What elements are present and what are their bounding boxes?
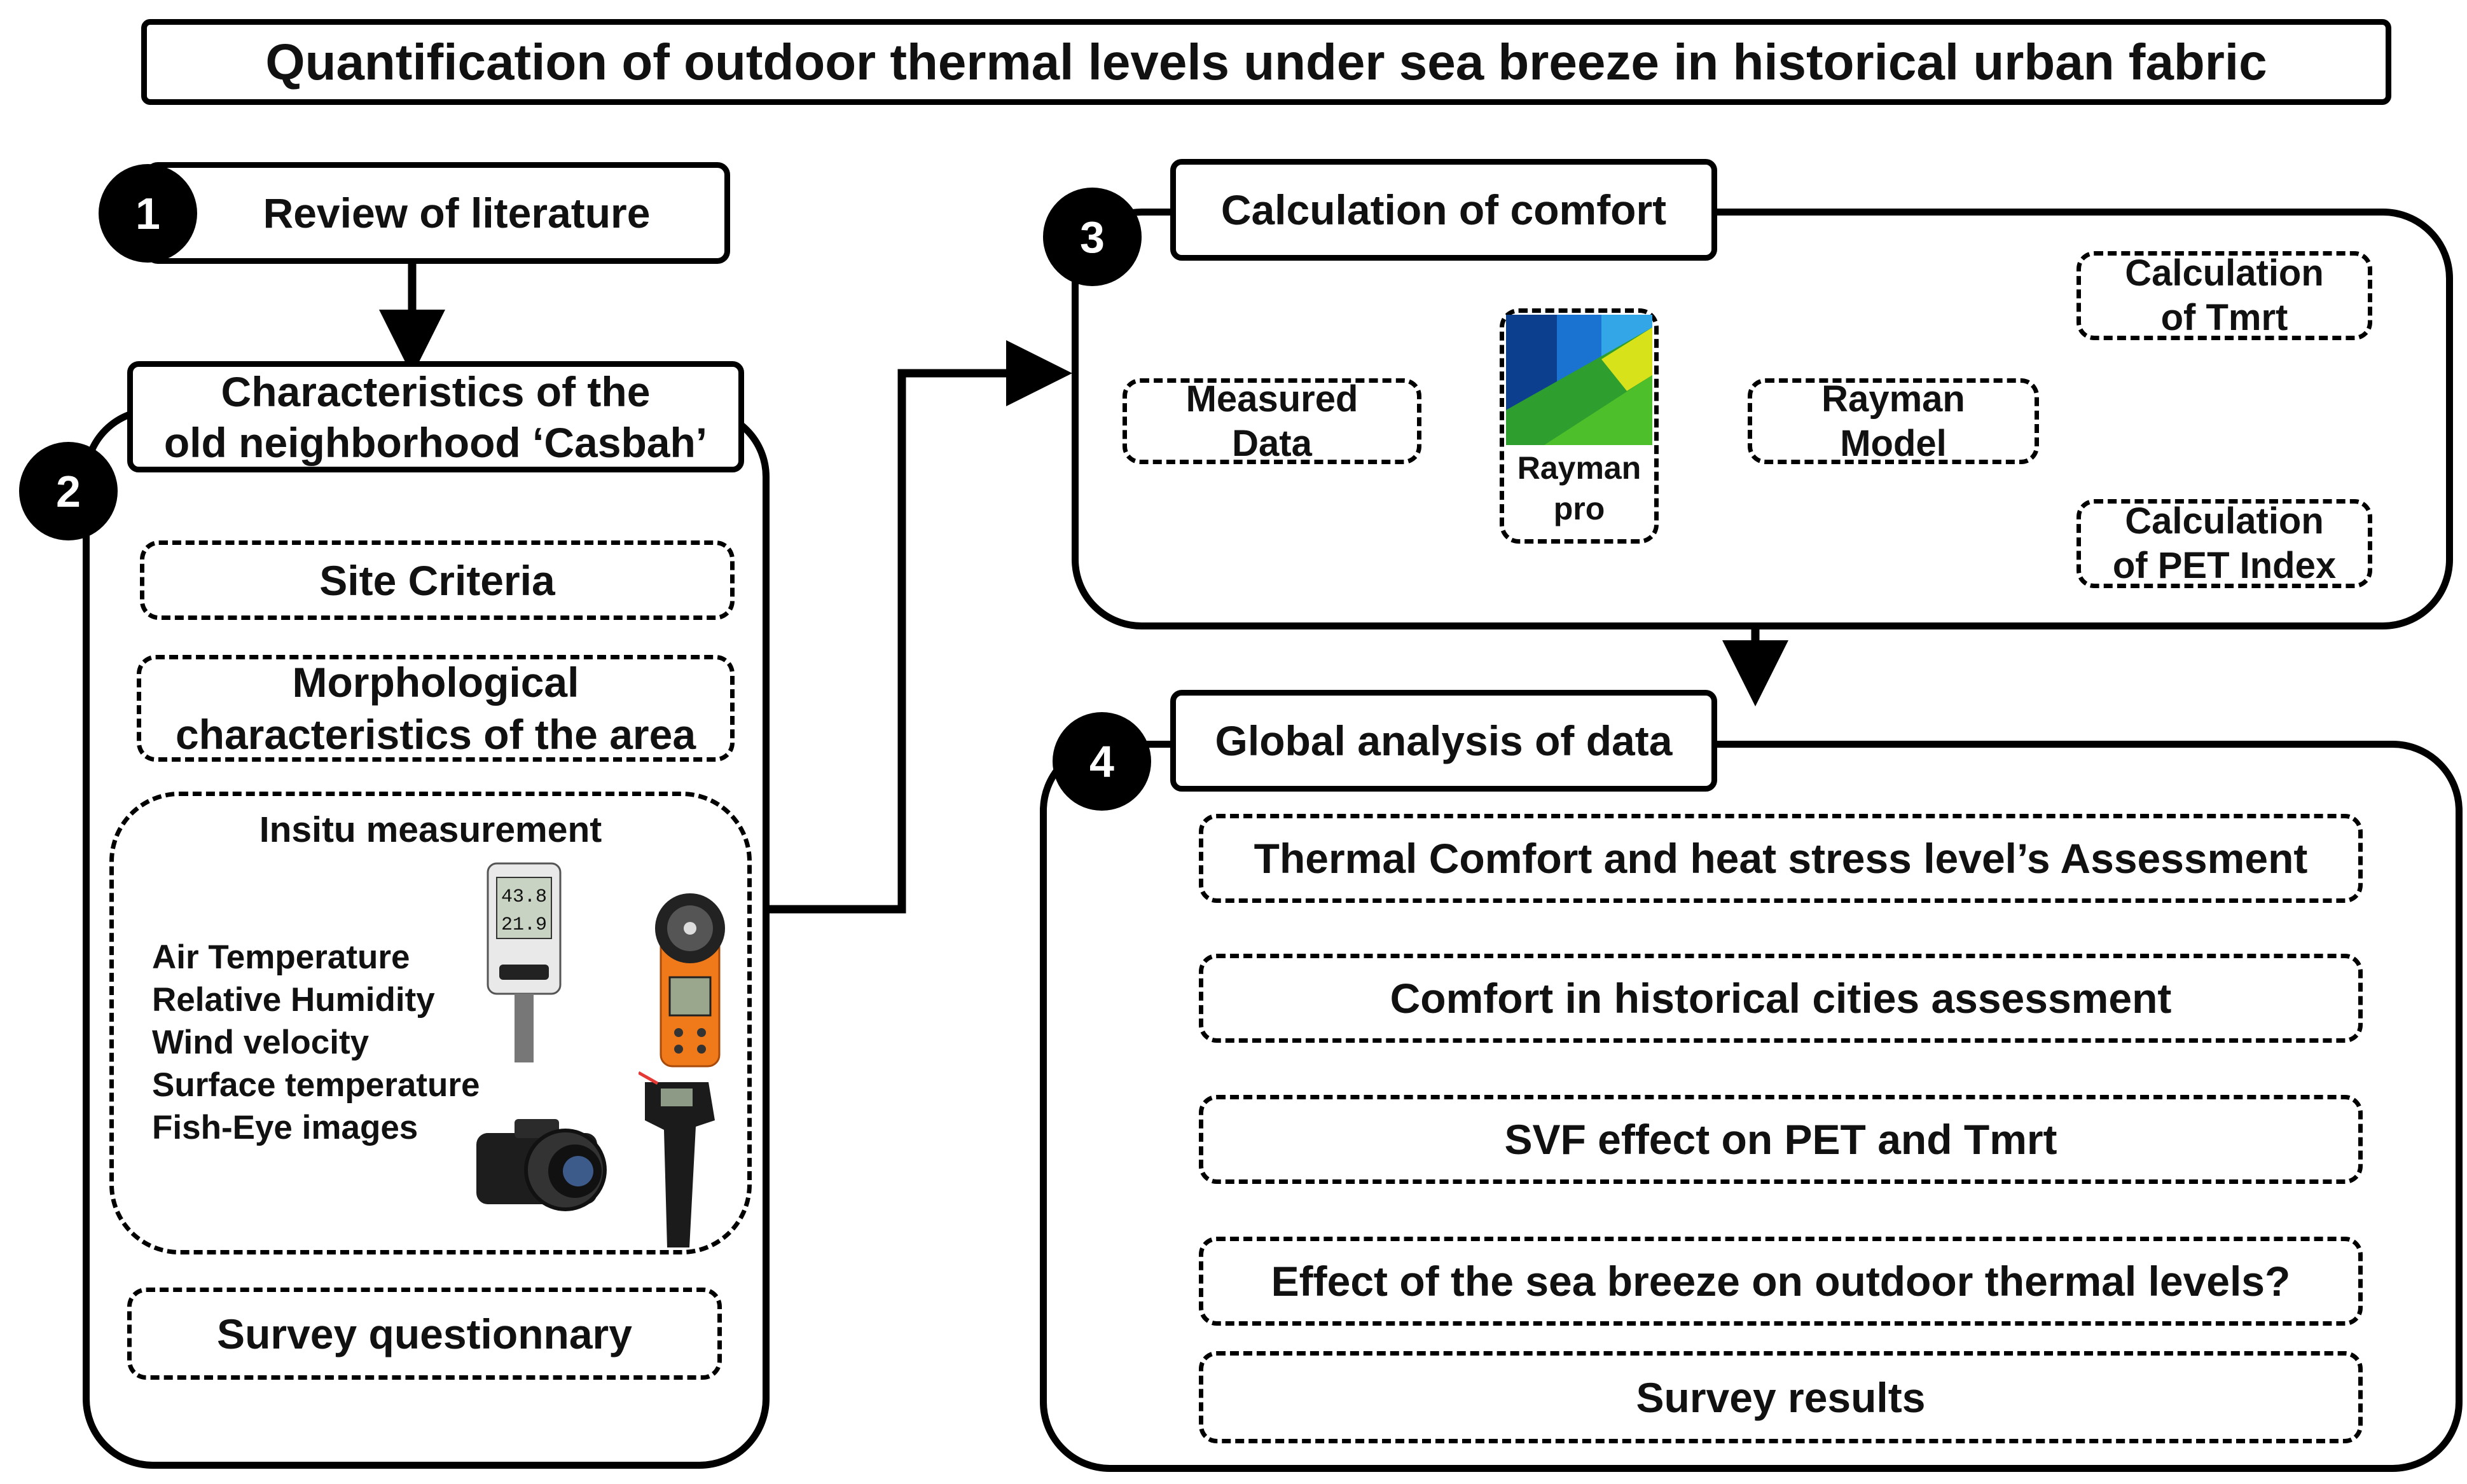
data-logger-image: 43.8 21.9 <box>487 862 562 1062</box>
analysis-item-5-label: Survey results <box>1636 1373 1926 1421</box>
logger-screen-value-2: 21.9 <box>501 914 547 936</box>
measured-data-box: Measured Data <box>1123 378 1421 464</box>
site-criteria-box: Site Criteria <box>140 540 735 620</box>
ir-thermometer-image <box>639 1071 715 1247</box>
analysis-item-sea-breeze: Effect of the sea breeze on outdoor ther… <box>1199 1237 2363 1326</box>
analysis-item-2-label: Comfort in historical cities assessment <box>1390 975 2172 1022</box>
insitu-variable-list: Air Temperature Relative Humidity Wind v… <box>152 936 480 1149</box>
analysis-item-1-label: Thermal Comfort and heat stress level’s … <box>1254 835 2308 882</box>
rayman-pro-line2: pro <box>1553 491 1605 526</box>
analysis-item-4-label: Effect of the sea breeze on outdoor ther… <box>1271 1258 2291 1305</box>
survey-questionnary-label: Survey questionnary <box>217 1310 632 1357</box>
step-4-badge: 4 <box>1053 712 1151 811</box>
step-2-header: Characteristics of the old neighborhood … <box>127 361 744 472</box>
step-3-label: Calculation of comfort <box>1220 186 1667 233</box>
insitu-item-air-temperature: Air Temperature <box>152 938 410 976</box>
rayman-model-box: Rayman Model <box>1748 378 2039 464</box>
rayman-pro-line1: Rayman <box>1517 450 1641 486</box>
anemometer-image <box>655 893 725 1068</box>
step-3-badge: 3 <box>1043 188 1142 286</box>
insitu-item-surface-temperature: Surface temperature <box>152 1066 480 1104</box>
step-2-badge: 2 <box>19 442 118 540</box>
rayman-pro-label: Rayman pro <box>1504 448 1654 529</box>
insitu-item-fish-eye-images: Fish-Eye images <box>152 1109 418 1146</box>
measured-data-line1: Measured <box>1185 378 1358 420</box>
measured-data-line2: Data <box>1232 422 1312 464</box>
rayman-model-line2: Model <box>1840 422 1947 464</box>
calc-pet-line1: Calculation <box>2125 500 2324 542</box>
morphology-line2: characteristics of the area <box>175 711 696 758</box>
analysis-item-survey-results: Survey results <box>1199 1351 2363 1443</box>
morphology-box: Morphological characteristics of the are… <box>137 655 735 762</box>
insitu-item-wind-velocity: Wind velocity <box>152 1024 370 1061</box>
arrow-2-to-3 <box>766 340 1072 914</box>
calc-tmrt-line1: Calculation <box>2125 252 2324 294</box>
morphology-line1: Morphological <box>292 659 579 706</box>
site-criteria-label: Site Criteria <box>319 556 555 604</box>
calc-pet-box: Calculation of PET Index <box>2077 499 2372 588</box>
step-1-box: Review of literature <box>145 162 730 264</box>
insitu-title: Insitu measurement <box>259 809 602 850</box>
rayman-pro-logo-icon <box>1506 315 1652 445</box>
step-2-label-line1: Characteristics of the <box>221 368 651 415</box>
calc-tmrt-line2: of Tmrt <box>2160 297 2288 338</box>
analysis-item-thermal-comfort: Thermal Comfort and heat stress level’s … <box>1199 814 2363 903</box>
step-3-header: Calculation of comfort <box>1170 159 1717 261</box>
analysis-item-3-label: SVF effect on PET and Tmrt <box>1504 1116 2057 1163</box>
rayman-model-line1: Rayman <box>1821 378 1965 420</box>
logger-screen-value-1: 43.8 <box>501 886 547 908</box>
step-2-label-line2: old neighborhood ‘Casbah’ <box>163 418 708 466</box>
step-1-badge: 1 <box>99 164 197 263</box>
rayman-pro-box: Rayman pro <box>1500 308 1659 544</box>
calc-tmrt-box: Calculation of Tmrt <box>2077 251 2372 340</box>
camera-image <box>476 1119 607 1211</box>
diagram-title-text: Quantification of outdoor thermal levels… <box>265 33 2267 90</box>
analysis-item-historical-cities: Comfort in historical cities assessment <box>1199 954 2363 1043</box>
calc-pet-line2: of PET Index <box>2112 545 2337 586</box>
analysis-item-svf-effect: SVF effect on PET and Tmrt <box>1199 1095 2363 1184</box>
step-4-label: Global analysis of data <box>1215 717 1673 764</box>
step-1-label: Review of literature <box>263 189 651 237</box>
insitu-box: Insitu measurement Air Temperature Relat… <box>109 792 752 1254</box>
diagram-title: Quantification of outdoor thermal levels… <box>141 19 2391 105</box>
insitu-item-relative-humidity: Relative Humidity <box>152 981 435 1019</box>
survey-questionnary-box: Survey questionnary <box>127 1288 722 1380</box>
step-4-header: Global analysis of data <box>1170 690 1717 792</box>
